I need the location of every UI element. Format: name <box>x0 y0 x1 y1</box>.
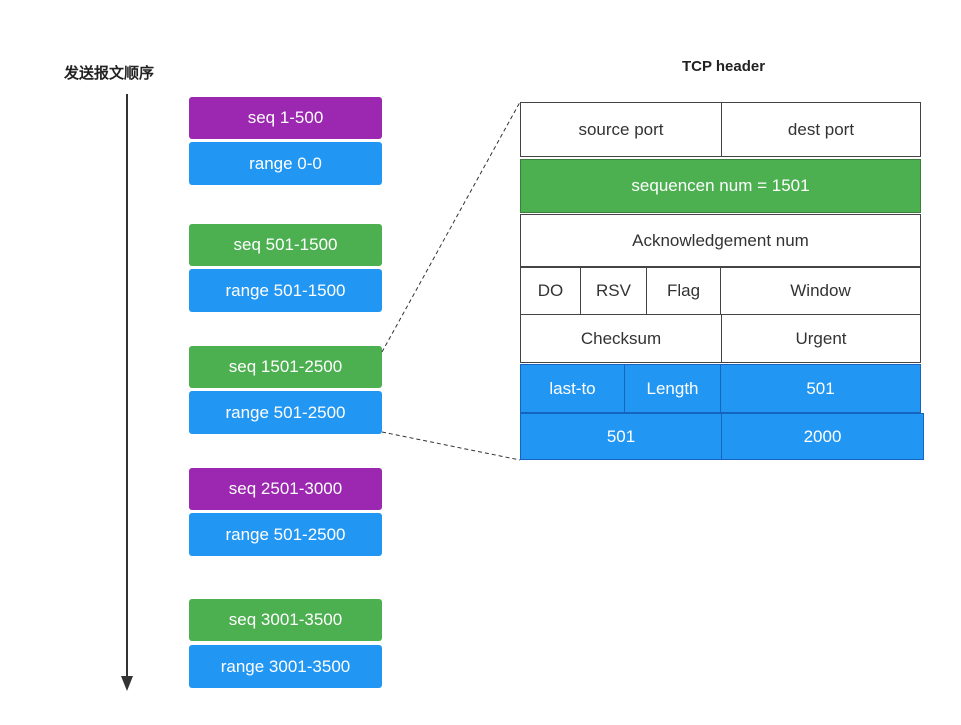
packet-5-seq: seq 3001-3500 <box>189 599 382 641</box>
tcp-header-title: TCP header <box>682 58 766 75</box>
urgent-cell: Urgent <box>721 314 921 363</box>
packet-5-range: range 3001-3500 <box>189 645 382 688</box>
length-cell: Length <box>624 364 721 413</box>
send-order-title: 发送报文顺序 <box>64 65 155 82</box>
callout-line-bottom <box>381 431 521 461</box>
range-end-cell: 2000 <box>721 413 924 460</box>
checksum-cell: Checksum <box>520 314 722 363</box>
rsv-cell: RSV <box>580 267 647 315</box>
packet-2-seq: seq 501-1500 <box>189 224 382 266</box>
sequence-num-cell: sequencen num = 1501 <box>520 159 921 213</box>
send-order-axis <box>126 94 128 676</box>
packet-1-seq: seq 1-500 <box>189 97 382 139</box>
source-port-cell: source port <box>520 102 722 157</box>
packet-4-range: range 501-2500 <box>189 513 382 556</box>
ack-num-cell: Acknowledgement num <box>520 214 921 267</box>
packet-2-range: range 501-1500 <box>189 269 382 312</box>
option-value-cell: 501 <box>720 364 921 413</box>
last-to-cell: last-to <box>520 364 625 413</box>
window-cell: Window <box>720 267 921 315</box>
packet-3-range: range 501-2500 <box>189 391 382 434</box>
axis-arrow-head <box>121 676 133 691</box>
packet-1-range: range 0-0 <box>189 142 382 185</box>
callout-line-top <box>381 101 521 353</box>
flag-cell: Flag <box>646 267 721 315</box>
packet-3-seq: seq 1501-2500 <box>189 346 382 388</box>
do-cell: DO <box>520 267 581 315</box>
dest-port-cell: dest port <box>721 102 921 157</box>
packet-4-seq: seq 2501-3000 <box>189 468 382 510</box>
range-start-cell: 501 <box>520 413 722 460</box>
